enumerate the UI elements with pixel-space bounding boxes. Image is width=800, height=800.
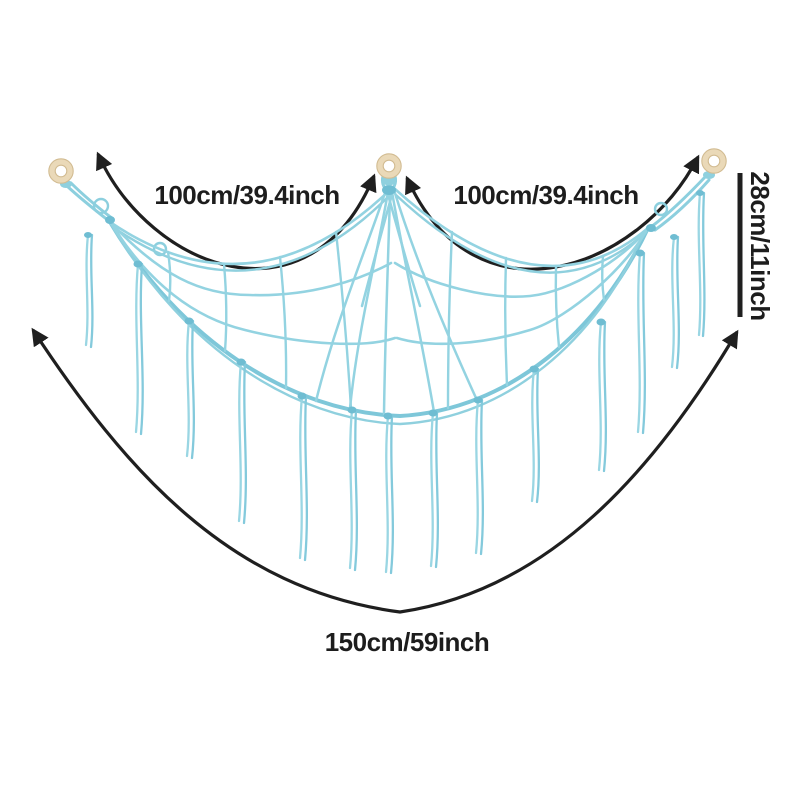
right-wooden-ring [701, 148, 727, 179]
dimension-labels: 100cm/39.4inch 100cm/39.4inch 28cm/11inc… [154, 171, 775, 657]
right-depth-label: 28cm/11inch [745, 171, 775, 320]
rail-knots [84, 185, 704, 420]
top-left-span-label: 100cm/39.4inch [154, 180, 339, 210]
ring-wrap [382, 176, 396, 186]
top-right-span-label: 100cm/39.4inch [453, 180, 638, 210]
bottom-span-label: 150cm/59inch [325, 627, 490, 657]
net-illustration [48, 148, 727, 575]
bottom-span-arrow [31, 327, 739, 614]
left-wooden-ring [48, 158, 74, 188]
center-wooden-ring [376, 153, 402, 186]
fringe-tassels [84, 191, 706, 575]
mesh-net [108, 187, 650, 426]
